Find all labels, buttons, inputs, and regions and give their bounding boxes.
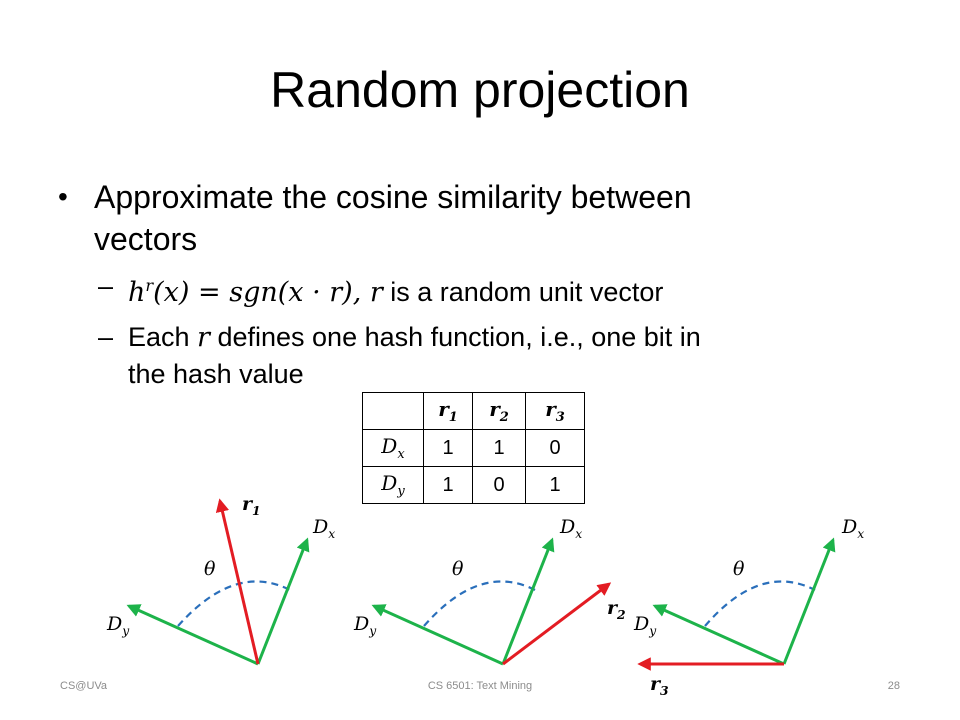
formula-sup: r	[145, 276, 154, 295]
bullet-text-line1: Approximate the cosine similarity betwee…	[94, 179, 692, 215]
table-header-r1: r1	[423, 392, 473, 430]
label-r2: r2	[607, 597, 626, 622]
bullet-list: • Approximate the cosine similarity betw…	[58, 176, 918, 392]
table-cell: 1	[423, 429, 473, 467]
table-header-row: r1 r2 r3	[362, 392, 585, 430]
sub-bullet-2: – Each r defines one hash function, i.e.…	[58, 319, 918, 392]
table-cell: 0	[525, 429, 585, 467]
bullet-dot-icon: •	[58, 181, 68, 212]
sub-bullet-1: – hr(x) = sgn(x · r), r is a random unit…	[58, 268, 918, 311]
label-dx-3: Dx	[842, 516, 865, 541]
label-dy-3: Dy	[634, 613, 657, 638]
table-row: Dx 1 1 0	[362, 429, 585, 467]
sub2-text-a: Each	[128, 322, 198, 352]
label-theta-1: θ	[204, 558, 216, 580]
hash-table: r1 r2 r3 Dx 1 1 0 Dy 1 0 1	[362, 392, 585, 504]
table-row: Dy 1 0 1	[362, 466, 585, 504]
dash-icon: –	[98, 322, 114, 352]
r2-vector	[502, 582, 612, 666]
label-dy-1: Dy	[107, 613, 130, 638]
dash-icon: –	[98, 271, 114, 301]
formula-h: h	[128, 277, 146, 308]
slide-title: Random projection	[270, 62, 690, 118]
sub2-text-c: the hash value	[128, 359, 304, 389]
table-cell: 1	[472, 429, 526, 467]
label-r1: r1	[242, 493, 261, 518]
footer-left: CS@UVa	[60, 680, 108, 692]
label-theta-2: θ	[452, 558, 464, 580]
dx-vector-3	[782, 537, 836, 665]
table-header-r3: r3	[525, 392, 585, 430]
table-cell: 1	[525, 466, 585, 504]
label-theta-3: θ	[733, 558, 745, 580]
bullet-text-line2: vectors	[94, 221, 198, 257]
bullet-item-1: • Approximate the cosine similarity betw…	[58, 176, 918, 260]
r1-vector	[215, 498, 260, 665]
theta-arc-2	[423, 580, 536, 627]
table-row-label-dx: Dx	[362, 429, 424, 467]
formula-rest: (x) = sgn(x · r), r	[153, 277, 383, 308]
dy-vector-2	[371, 604, 504, 666]
dx-vector-1	[256, 537, 310, 665]
footer-center: CS 6501: Text Mining	[427, 680, 533, 692]
diagram-1	[126, 498, 310, 666]
sub1-text: is a random unit vector	[382, 277, 664, 307]
table-cell: 0	[472, 466, 526, 504]
dy-vector-3	[652, 604, 785, 666]
table-row-label-dy: Dy	[362, 466, 424, 504]
sub2-var: r	[197, 322, 210, 353]
label-r3: r3	[650, 673, 669, 698]
diagram-2	[371, 537, 612, 666]
theta-arc-3	[704, 580, 816, 627]
table-header-r2: r2	[472, 392, 526, 430]
label-dy-2: Dy	[354, 613, 377, 638]
footer-page-number: 28	[887, 680, 900, 692]
label-dx-1: Dx	[313, 516, 336, 541]
table-cell: 1	[423, 466, 473, 504]
dx-vector-2	[501, 537, 555, 665]
diagram-3	[637, 537, 836, 671]
theta-arc-1	[177, 580, 291, 627]
label-dx-2: Dx	[560, 516, 583, 541]
sub2-text-b: defines one hash function, i.e., one bit…	[209, 322, 701, 352]
dy-vector-1	[126, 604, 259, 666]
